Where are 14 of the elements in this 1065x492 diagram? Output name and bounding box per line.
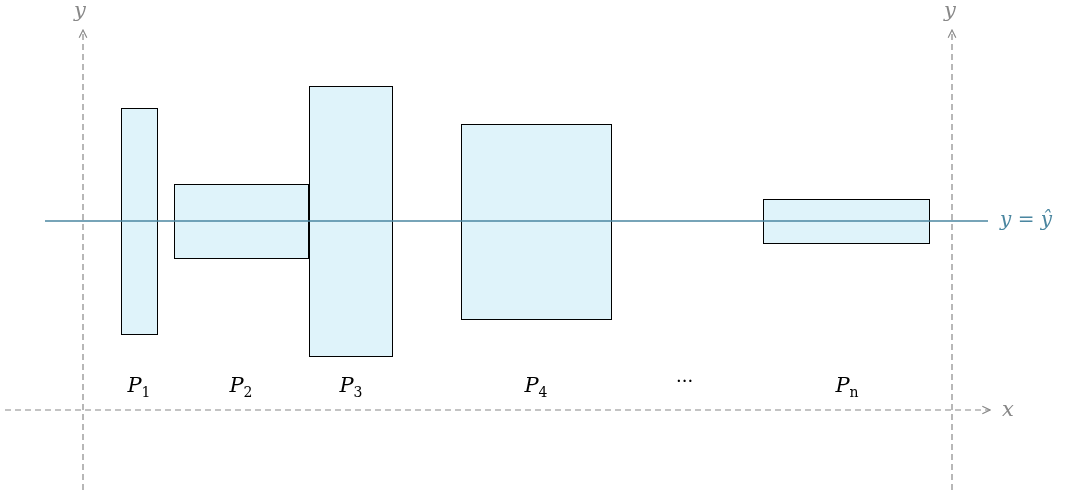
part-label: P$_{4}$ — [524, 375, 548, 400]
label: y — [74, 0, 86, 21]
label: x — [1002, 399, 1014, 420]
part-label: P$_{1}$ — [127, 375, 151, 400]
label: ··· — [676, 372, 694, 390]
part-label: P$_{3}$ — [339, 375, 363, 400]
rectangle — [309, 86, 393, 357]
rectangle — [121, 108, 158, 335]
rectangle — [174, 184, 309, 259]
rectangle — [461, 124, 612, 320]
label: y — [944, 0, 956, 21]
part-label: P$_{2}$ — [229, 375, 253, 400]
rectangle — [763, 199, 930, 244]
part-label: P$_{n}$ — [835, 375, 859, 400]
